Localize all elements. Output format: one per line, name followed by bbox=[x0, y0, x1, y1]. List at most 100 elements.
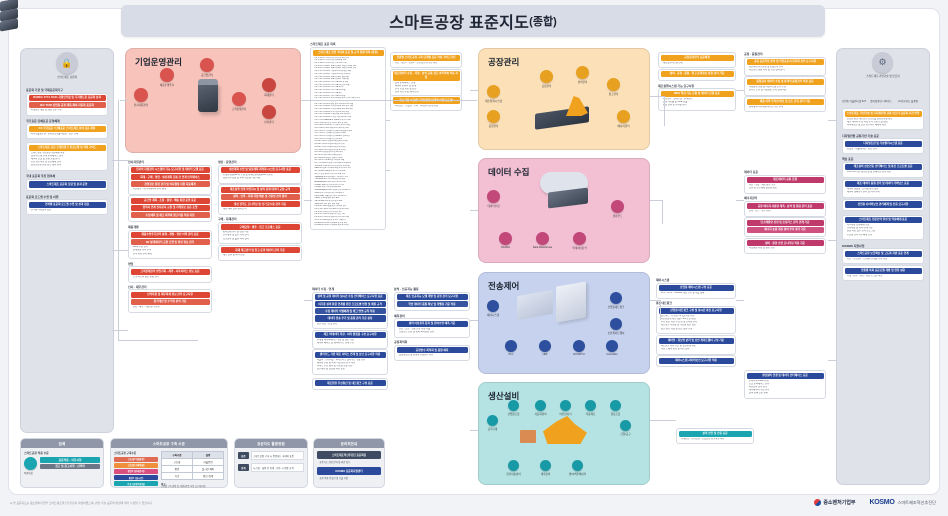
info-card[interactable]: 설비 · 공정 · 품질 · 창고 운영정보 통합 관리 기준 bbox=[658, 68, 736, 81]
node-bubble[interactable] bbox=[585, 400, 596, 411]
node-bubble[interactable] bbox=[134, 88, 148, 102]
info-card[interactable]: 산업용 사이버보안 관리체계 및 인증 요구사항 bbox=[842, 198, 924, 212]
info-card[interactable]: 구매요청 · 발주 · 입고 프로세스 표준· 협력업체 평가 및 선정 기준·… bbox=[218, 221, 302, 245]
card-body-text: · 계획 대비 실적 편차 분석 bbox=[221, 208, 300, 212]
info-card[interactable]: 자재 재고관리 및 창고 운영 데이터 관리 기준· 재고 실사 및 차이 조정 bbox=[218, 244, 302, 262]
info-card[interactable]: 제조설비 상호연동 인터페이스 및 통신 프로토콜 표준· OPC UA 기반 … bbox=[842, 161, 924, 178]
server-rack-icon bbox=[556, 281, 586, 323]
node-bubble[interactable] bbox=[539, 340, 551, 352]
info-card[interactable]: 업종별 스마트공장 구축 단계별 표준 적용 가이드라인· 기초 · 중간1 ·… bbox=[390, 52, 462, 69]
node-bubble[interactable] bbox=[610, 400, 621, 411]
info-card[interactable]: 클라우드 기반 제조 서비스 연계 및 보안 요구사항 적용· 퍼블릭 · 프라… bbox=[312, 349, 388, 375]
info-card[interactable]: 산업용 제어시스템 구성 표준· PLC · DCS · SCADA 계층 구조… bbox=[656, 282, 736, 299]
node-bubble[interactable] bbox=[617, 110, 630, 123]
info-card[interactable]: 스마트제조 기반기술 및 디지털전환 공통 인프라 표준화 추진 방향· 산업용… bbox=[842, 108, 924, 131]
info-card[interactable]: 품질검사 데이터 수집 및 통계적 품질관리 적용 표준· 측정장비 교정 및 … bbox=[744, 76, 826, 96]
node-bubble[interactable] bbox=[487, 300, 499, 312]
node-bubble[interactable] bbox=[607, 78, 620, 91]
node-bubble[interactable] bbox=[560, 400, 571, 411]
node-bubble[interactable] bbox=[487, 190, 500, 203]
info-card[interactable]: 공장운영관리 표준체계· 제조실행시스템 연계 bbox=[658, 52, 736, 69]
card-body-text: · 협력업체 평가 및 선정 기준· 단가계약 및 발주 이력 관리· 입고검사… bbox=[221, 231, 300, 241]
card-body-text: · 기계안전 · 전기안전 · 로봇안전 요구사항 적용 bbox=[679, 438, 752, 442]
node-bubble[interactable] bbox=[487, 85, 500, 98]
node-label: 제품수명주기 bbox=[159, 83, 175, 87]
node-bubble[interactable] bbox=[200, 58, 214, 72]
node-bubble[interactable] bbox=[611, 200, 624, 213]
right-panel-icon: ⚙ bbox=[872, 52, 893, 73]
card-body-line: · 데이터 레이크 및 웨어하우스 연계 구조 bbox=[315, 342, 354, 345]
info-card[interactable]: 제어시스템 사이버보안 요구사항 적용 bbox=[656, 355, 736, 368]
node-bubble[interactable] bbox=[540, 460, 551, 471]
info-card[interactable]: 제품 이력 추적성 확보 및 로트 단위 관리 기준· 원자재부터 완제품까지 … bbox=[744, 96, 826, 113]
info-card[interactable]: 중소기업 수준별 디지털전환 단계적 이행 로드맵· 자가진단 · 컨설팅 · … bbox=[390, 94, 462, 112]
node-bubble[interactable] bbox=[606, 340, 618, 352]
node-bubble[interactable] bbox=[576, 66, 589, 79]
node-bubble[interactable] bbox=[573, 232, 586, 245]
standards-list-item: · KS B ISO 22400-1 제조운영관리 핵심성과지표 개요 bbox=[313, 64, 357, 67]
node-bubble[interactable] bbox=[610, 292, 622, 304]
info-card[interactable]: MES 핵심 기능 모듈 및 데이터 모델 표준· 작업지시 · 실적수집 · … bbox=[658, 88, 736, 111]
info-card[interactable]: 스마트제조 표준화 포럼 및 분과 운영 bbox=[26, 178, 108, 192]
card-body-line: · 계획 대비 실적 편차 분석 bbox=[221, 208, 247, 211]
node-bubble[interactable] bbox=[535, 400, 546, 411]
info-card[interactable]: 제조데이터 공통 모델· 자산 · 공정 · 제품 정보 구조· 단위 및 코드… bbox=[744, 174, 826, 194]
card-header-bar: 공장 에너지 사용량 계측 · 분석 및 절감 관리 표준 bbox=[746, 203, 824, 210]
info-card[interactable]: 제조 데이터 품질 관리 및 데이터 거버넌스 표준· 데이터 정합성 · 신뢰… bbox=[842, 178, 924, 198]
info-card[interactable]: KS 국가표준 / 단체표준 스마트제조 분야 표준 제정· 국가기술표준원 ·… bbox=[26, 123, 108, 140]
node-bubble[interactable] bbox=[620, 420, 631, 431]
info-card[interactable]: 제조 빅데이터 저장 · 처리 플랫폼 구성 요구사항· 시계열 데이터베이스 … bbox=[312, 329, 388, 349]
node-bubble[interactable] bbox=[499, 232, 512, 245]
card-body-line: · 모델링 · 시뮬레이션 · 검증 규격 bbox=[845, 147, 877, 150]
node-bubble[interactable] bbox=[487, 415, 498, 426]
node-bubble[interactable] bbox=[508, 400, 519, 411]
info-card[interactable]: 설비 안전 및 인증 표준· 기계안전 · 전기안전 · 로봇안전 요구사항 적… bbox=[676, 428, 754, 445]
card-body-line: · 작업환경 측정 및 경보 연동 bbox=[747, 247, 775, 250]
info-card[interactable]: 공정변수 최적화 및 품질 예측· 실험계획법 및 통계적 공정관리 적용 bbox=[394, 344, 470, 361]
info-card[interactable]: 제어망 · 정보망 분리 및 보안 게이트웨이 구성 기준· 네트워크 영역 구… bbox=[656, 335, 736, 355]
node-bubble[interactable] bbox=[508, 460, 519, 471]
info-card[interactable]: 스마트제조 표준 프레임워크 참조모델 및 적용 가이드· 스마트공장 수준확인… bbox=[26, 142, 108, 171]
node-bubble[interactable] bbox=[610, 318, 622, 330]
info-card[interactable]: 스마트제조 전문인력 양성 및 역량체계 표준· 직무역량 분류체계 수립· 교… bbox=[842, 214, 924, 241]
standards-list-card[interactable]: 스마트제조 관련 국내외 표준 및 규격 현황 목록 (종합)· KS X 90… bbox=[310, 47, 386, 231]
group-label: 국내 표준화 추진 협의체 bbox=[26, 174, 56, 179]
info-card[interactable]: 공정 표준작업 정의 및 작업표준서 전자화 관리 요구사항· 표준작업시간 산… bbox=[744, 56, 826, 76]
info-card[interactable]: 고객관계관리 영업기회 · 계약 · 사후서비스 정보 표준· 고객 마스터 정… bbox=[128, 266, 212, 283]
info-card[interactable]: 공장 에너지 사용량 계측 · 분석 및 절감 관리 표준· 전력 · 가스 ·… bbox=[744, 200, 826, 218]
info-card[interactable]: 업종별 특화 표준모델 개발 및 현장 실증· 기계 · 전자 · 화학 · 식… bbox=[842, 265, 924, 282]
info-card[interactable]: 생산계획 수립 및 일정계획 최적화 시스템 요구사항 표준· 주생산계획(MP… bbox=[218, 164, 302, 184]
node-bubble[interactable] bbox=[160, 68, 174, 82]
card-header-bar: 협력사 연계 전자문서 교환 및 거래정보 표준 포맷 bbox=[130, 205, 210, 212]
info-card[interactable]: 생산설비 연결 및 데이터 인터페이스 표준· 공작기계 umati 연계· 로… bbox=[744, 370, 826, 399]
info-card[interactable]: 설비 이상징후 탐지 및 잔여수명 예측 기준· 진동 · 온도 · 전류 신호… bbox=[394, 318, 470, 338]
info-card[interactable]: 산업용 네트워크 구성 및 실시간 통신 요구사항· 필드버스 · 산업용 이더… bbox=[656, 305, 736, 335]
info-card[interactable]: 제조현장 무선통신 및 네트워크 구성 표준 bbox=[312, 377, 388, 390]
node-bubble[interactable] bbox=[232, 92, 246, 106]
kosmo-name: 스마트제조혁신추진단 bbox=[897, 499, 936, 505]
node-bubble[interactable] bbox=[573, 340, 585, 352]
node-bubble[interactable] bbox=[536, 232, 549, 245]
node-bubble[interactable] bbox=[505, 340, 517, 352]
node-bubble[interactable] bbox=[262, 78, 276, 92]
info-card[interactable]: 제조데이터 수집 · 저장 · 분석 공통 참조 아키텍처 적용 지침· 설비 … bbox=[390, 68, 462, 98]
info-card[interactable]: 디지털트윈 및 가상물리시스템 표준· 모델링 · 시뮬레이션 · 검증 규격 bbox=[842, 138, 924, 155]
node-bubble[interactable] bbox=[487, 110, 500, 123]
info-card[interactable]: 연차별 표준화 로드맵 수립 및 성과 점검· 연 1회 이행실적 점검 bbox=[26, 199, 108, 216]
node-bubble[interactable] bbox=[262, 105, 276, 119]
node-bubble[interactable] bbox=[540, 70, 553, 83]
standards-list-item: · KS X 9001-2 스마트공장 참조모델 구조 bbox=[313, 59, 347, 62]
node-bubble[interactable] bbox=[572, 460, 583, 471]
info-card[interactable]: 스마트공장 보급확산 및 고도화 지원 표준 연계· 기초 · 고도화1 · 고… bbox=[842, 248, 924, 265]
info-card[interactable]: 설비 · 환경 안전 모니터링 적용 기준· 작업환경 측정 및 경보 연동 bbox=[744, 237, 826, 254]
